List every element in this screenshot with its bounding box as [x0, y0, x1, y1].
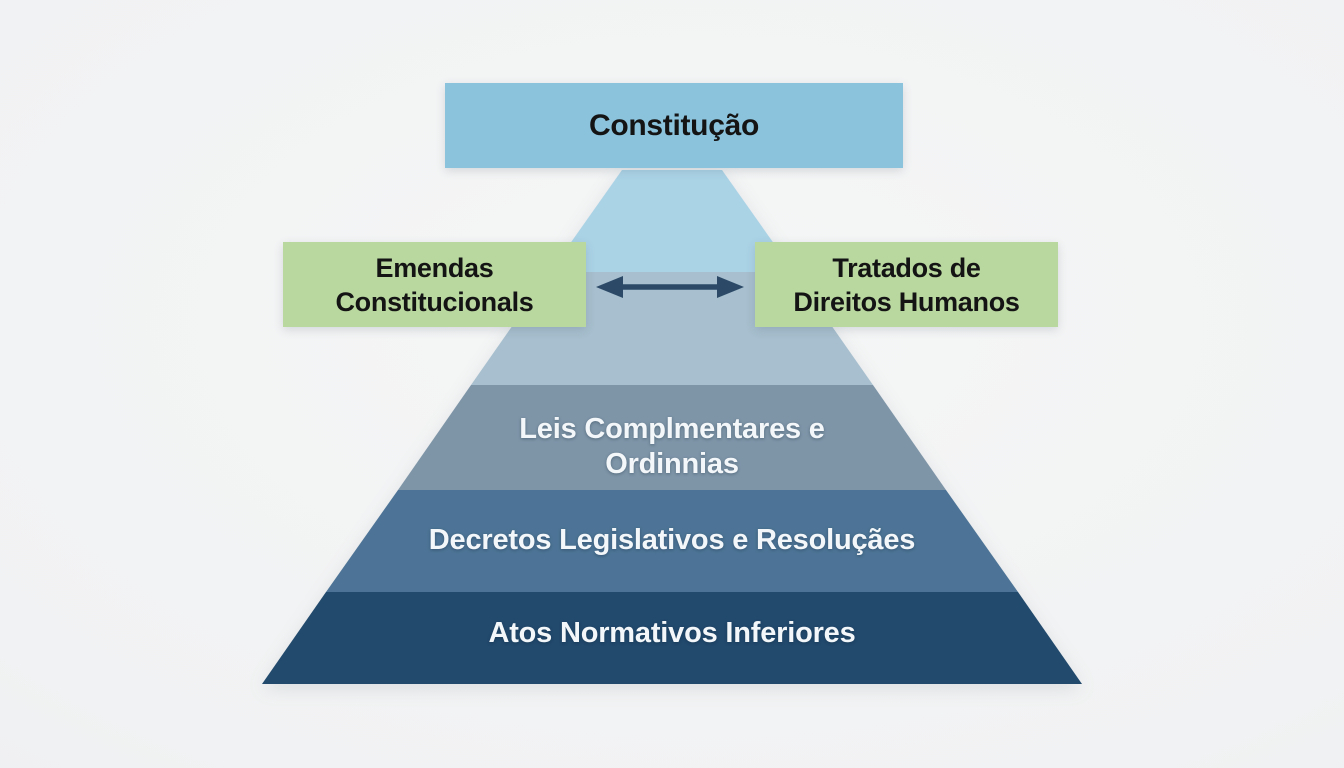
- pyramid-band-complementary-laws: [398, 385, 946, 490]
- amendments-label-line1: Emendas: [375, 252, 494, 283]
- complementary-laws-label: Leis Complmentares e Ordinnias: [0, 412, 1344, 482]
- pyramid-band-apex: [550, 170, 794, 272]
- arrow-head-left: [596, 276, 623, 298]
- pyramid-band-inferior-acts: [262, 592, 1082, 684]
- pyramid-band-legislative-decrees: [326, 490, 1018, 592]
- human-rights-treaties-box: Tratados de Direitos Humanos: [755, 242, 1058, 327]
- treaties-label-line2: Direitos Humanos: [793, 286, 1020, 317]
- constitutional-amendments-box: Emendas Constitucionals: [283, 242, 586, 327]
- constitution-label: Constitução: [588, 108, 760, 142]
- complementary-laws-label-line2: Ordinnias: [605, 448, 739, 480]
- complementary-laws-label-line1: Leis Complmentares e: [519, 413, 825, 445]
- double-headed-arrow-icon: [596, 276, 744, 298]
- treaties-label-line1: Tratados de: [832, 252, 981, 283]
- arrow-head-right: [717, 276, 744, 298]
- inferior-acts-label: Atos Normativos Inferiores: [488, 617, 856, 649]
- constitution-box: Constitução: [445, 83, 903, 168]
- legislative-decrees-label: Decretos Legislativos e Resoluçães: [428, 524, 916, 556]
- amendments-label-line2: Constitucionals: [335, 286, 534, 317]
